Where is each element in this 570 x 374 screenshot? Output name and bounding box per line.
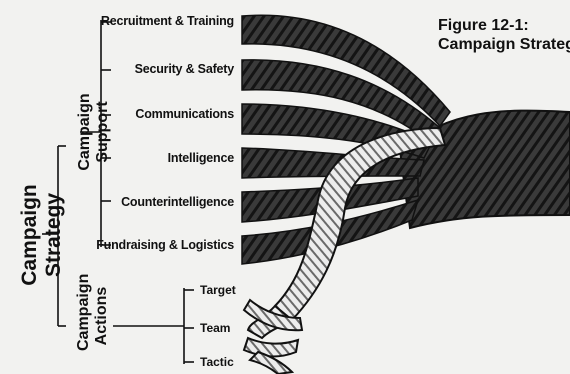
support-item-counterintelligence: Counterintelligence bbox=[121, 195, 234, 209]
root-label: Campaign Strategy bbox=[18, 145, 44, 325]
action-item-tactic: Tactic bbox=[200, 355, 234, 369]
action-item-team: Team bbox=[200, 321, 230, 335]
support-label: Campaign Support bbox=[76, 62, 96, 202]
support-item-communications: Communications bbox=[135, 107, 234, 121]
support-item-security: Security & Safety bbox=[135, 62, 234, 76]
actions-label-line2: Actions bbox=[93, 281, 113, 351]
actions-bracket bbox=[113, 288, 194, 364]
support-item-recruitment: Recruitment & Training bbox=[101, 14, 234, 28]
actions-label-line1: Campaign bbox=[75, 281, 95, 351]
action-item-target: Target bbox=[200, 283, 236, 297]
figure-title: Campaign Strategy bbox=[438, 36, 570, 54]
figure-number: Figure 12-1: bbox=[438, 17, 529, 35]
support-item-fundraising: Fundraising & Logistics bbox=[96, 238, 234, 252]
support-item-intelligence: Intelligence bbox=[168, 151, 234, 165]
